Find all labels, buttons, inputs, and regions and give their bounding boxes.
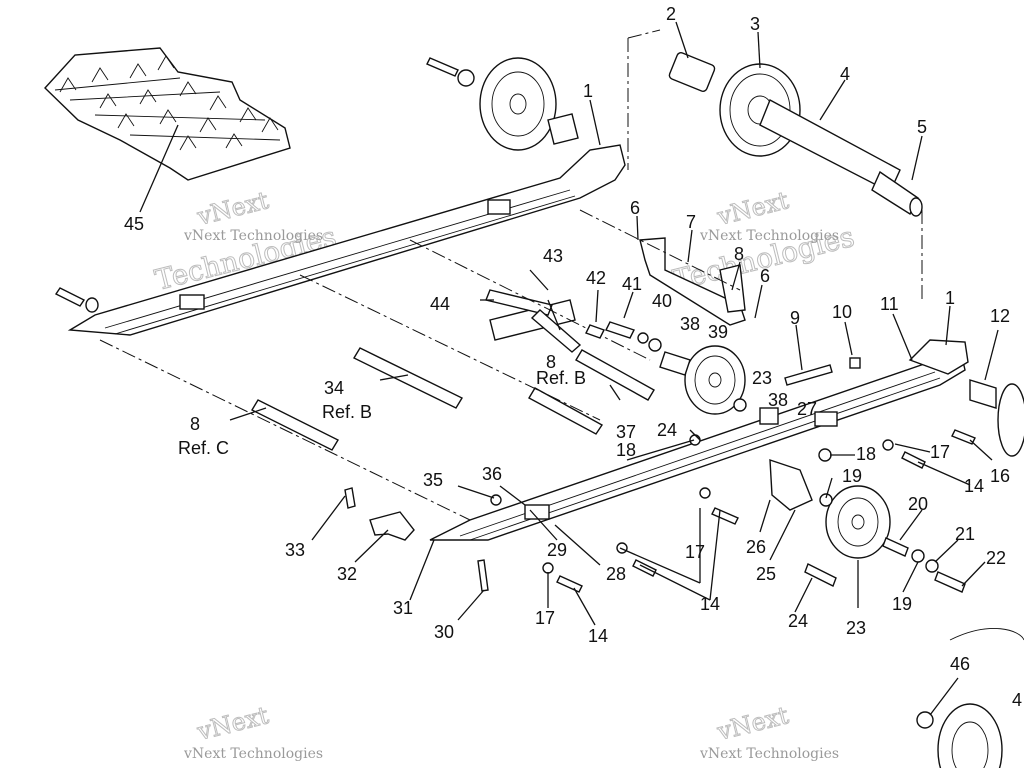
watermark-vnext: vNext	[714, 701, 792, 746]
callout-19-upper: 19	[842, 466, 862, 486]
callout-14-bottom: 14	[588, 626, 608, 646]
callout-34: 34	[324, 378, 344, 398]
callout-21: 21	[955, 524, 975, 544]
left-rail	[54, 144, 626, 336]
cross-shafts	[99, 209, 746, 521]
callout-19-lower: 19	[892, 594, 912, 614]
callout-29: 29	[547, 540, 567, 560]
mid-wheel-assembly	[344, 321, 1024, 768]
callout-25: 25	[756, 564, 776, 584]
callout-33: 33	[285, 540, 305, 560]
ref-b-label-34: Ref. B	[322, 402, 372, 422]
callout-17-bottom: 17	[535, 608, 555, 628]
callout-38-upper: 38	[680, 314, 700, 334]
watermark-bottom-left: vNext vNext Technologies	[183, 701, 323, 762]
watermark-caption: vNext Technologies	[699, 746, 839, 762]
callout-23-lower: 23	[846, 618, 866, 638]
ref-c-label-8: Ref. C	[178, 438, 229, 458]
watermark-vnext: vNext	[194, 186, 272, 231]
callout-36: 36	[482, 464, 502, 484]
watermark-bottom-right: vNext vNext Technologies	[699, 701, 839, 762]
callout-1-upper: 1	[583, 81, 593, 101]
callout-5: 5	[917, 117, 927, 137]
callout-41: 41	[622, 274, 642, 294]
callout-8-ref-b: 8	[546, 352, 556, 372]
callout-11: 11	[880, 294, 899, 314]
track-section	[44, 47, 291, 181]
callout-4-bottom: 4	[1012, 690, 1022, 710]
callout-38-lower: 38	[768, 390, 788, 410]
callout-14-right: 14	[964, 476, 984, 496]
callout-30: 30	[434, 622, 454, 642]
callout-12: 12	[990, 306, 1010, 326]
callout-9: 9	[790, 308, 800, 328]
callout-8-upper: 8	[734, 244, 744, 264]
callout-17-mid: 17	[685, 542, 705, 562]
callout-17-right: 17	[930, 442, 950, 462]
callout-45: 45	[124, 214, 144, 234]
callout-43: 43	[543, 246, 563, 266]
callout-2: 2	[666, 4, 676, 24]
callout-42: 42	[586, 268, 606, 288]
callout-18-right: 18	[856, 444, 876, 464]
callout-24-lower: 24	[788, 611, 808, 631]
callout-28: 28	[606, 564, 626, 584]
callout-44: 44	[430, 294, 450, 314]
leader-lines	[139, 21, 999, 716]
callout-22: 22	[986, 548, 1006, 568]
callout-35: 35	[423, 470, 443, 490]
callout-18-left: 18	[616, 440, 636, 460]
watermark-caption: vNext Technologies	[183, 746, 323, 762]
callout-14-mid: 14	[700, 594, 720, 614]
callout-6-left: 6	[630, 198, 640, 218]
callout-46: 46	[950, 654, 970, 674]
callout-16: 16	[990, 466, 1010, 486]
callout-37: 37	[616, 422, 636, 442]
ref-b-label-8: Ref. B	[536, 368, 586, 388]
callout-8-ref-c: 8	[190, 414, 200, 434]
watermark-vnext: vNext	[714, 186, 792, 231]
callout-40: 40	[652, 291, 672, 311]
callout-31: 31	[393, 598, 413, 618]
callout-3: 3	[750, 14, 760, 34]
callout-6-right: 6	[760, 266, 770, 286]
rear-axle-assembly	[426, 29, 923, 300]
watermark-caption: vNext Technologies	[699, 228, 839, 244]
callout-23-upper: 23	[752, 368, 772, 388]
callout-7: 7	[686, 212, 696, 232]
watermark-vnext: vNext	[194, 701, 272, 746]
callout-20: 20	[908, 494, 928, 514]
callout-32: 32	[337, 564, 357, 584]
callout-labels: 1 1 2 3 4 5 6 6 7 8 8 8 9 10 11 12 14 14…	[124, 4, 1022, 710]
watermark-caption: vNext Technologies	[183, 228, 323, 244]
callout-4: 4	[840, 64, 850, 84]
callout-27: 27	[797, 399, 817, 419]
callout-10: 10	[832, 302, 852, 322]
callout-24-upper: 24	[657, 420, 677, 440]
callout-26: 26	[746, 537, 766, 557]
callout-39: 39	[708, 322, 728, 342]
callout-1-lower: 1	[945, 288, 955, 308]
